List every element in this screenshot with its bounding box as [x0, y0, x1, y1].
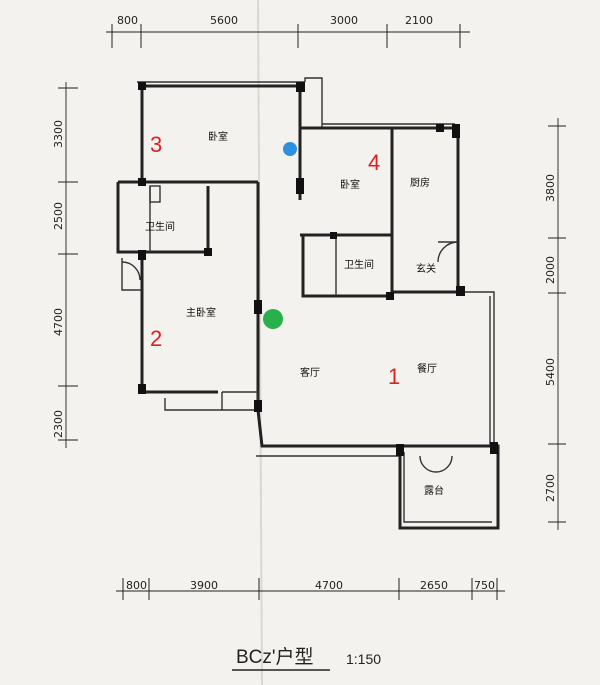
label-balcony: 露台: [424, 484, 444, 497]
room-number-1: 1: [388, 364, 400, 389]
dimension-left: 3300 2500 4700 2300: [52, 82, 78, 448]
dim-bottom-2: 3900: [190, 579, 218, 592]
dim-bottom-3: 4700: [315, 579, 343, 592]
room-numbers: 3 4 2 1: [150, 132, 400, 389]
label-entry: 玄关: [416, 262, 436, 275]
dim-right-2: 2000: [544, 256, 557, 284]
room-number-2: 2: [150, 326, 162, 351]
scale-label: 1:150: [346, 651, 381, 667]
dim-bottom-5: 750: [474, 579, 495, 592]
dim-right-4: 2700: [544, 474, 557, 502]
label-bedroom-3: 卧室: [208, 130, 228, 143]
blue-marker-dot[interactable]: [283, 142, 297, 156]
columns: [138, 82, 498, 456]
dim-top-2: 5600: [210, 14, 238, 27]
dimension-bottom: 800 3900 4700 2650 750: [116, 578, 505, 600]
dim-left-2: 2500: [52, 202, 65, 230]
dim-bottom-1: 800: [126, 579, 147, 592]
unit-type-title: BCz'户型: [236, 646, 314, 668]
plan-title: BCz'户型 1:150: [232, 646, 381, 671]
label-master-bedroom: 主卧室: [186, 306, 216, 319]
dim-bottom-4: 2650: [420, 579, 448, 592]
label-bedroom-4: 卧室: [340, 178, 360, 191]
room-number-4: 4: [368, 150, 380, 175]
dim-left-4: 2300: [52, 410, 65, 438]
dimension-right: 3800 2000 5400 2700: [544, 118, 566, 530]
label-bath-2: 卫生间: [344, 258, 374, 271]
walls: [116, 77, 500, 530]
dim-top-4: 2100: [405, 14, 433, 27]
dim-right-1: 3800: [544, 174, 557, 202]
room-number-3: 3: [150, 132, 162, 157]
label-bath-1: 卫生间: [145, 220, 175, 233]
paper-fold: [257, 0, 263, 685]
dim-right-3: 5400: [544, 358, 557, 386]
room-labels: 卧室 卧室 厨房 卫生间 卫生间 玄关 主卧室 客厅 餐厅 露台: [145, 130, 444, 497]
doors: [121, 185, 459, 473]
dim-left-1: 3300: [52, 120, 65, 148]
dim-top-3: 3000: [330, 14, 358, 27]
green-marker-dot[interactable]: [263, 309, 283, 329]
dim-top-1: 800: [117, 14, 138, 27]
dim-left-3: 4700: [52, 308, 65, 336]
label-dining-room: 餐厅: [417, 362, 437, 375]
dimension-top: 800 5600 3000 2100: [106, 14, 470, 48]
label-kitchen: 厨房: [410, 176, 430, 189]
label-living-room: 客厅: [300, 366, 320, 379]
